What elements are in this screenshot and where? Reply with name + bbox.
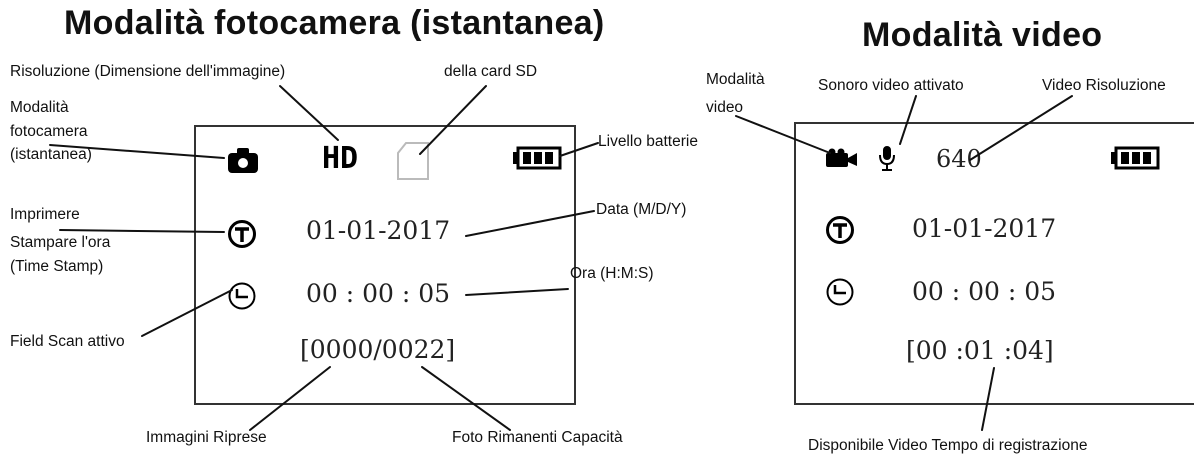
sd-card-icon xyxy=(397,142,429,180)
video-counter: [00 :01 :04] xyxy=(906,336,1054,365)
video-camera-icon xyxy=(826,148,857,167)
photo-screen xyxy=(194,125,576,405)
video-resolution-value: 640 xyxy=(936,145,982,173)
timestamp-icon xyxy=(826,216,854,244)
label-camera-mode-1: Modalità xyxy=(10,99,69,116)
label-timestamp-2: Stampare l'ora xyxy=(10,234,111,251)
label-camera-mode-3: (istantanea) xyxy=(10,146,92,163)
label-video-resolution: Video Risoluzione xyxy=(1042,77,1166,94)
clock-icon xyxy=(228,282,256,310)
label-remaining: Foto Rimanenti Capacità xyxy=(452,429,623,446)
battery-icon xyxy=(1111,146,1160,170)
label-timestamp-1: Imprimere xyxy=(10,206,80,223)
label-shots-taken: Immagini Riprese xyxy=(146,429,267,446)
label-timestamp-3: (Time Stamp) xyxy=(10,258,104,275)
label-battery: Livello batterie xyxy=(598,133,698,150)
video-time: 00 : 00 : 05 xyxy=(912,277,1057,306)
microphone-icon xyxy=(879,146,895,171)
camera-icon xyxy=(228,148,258,173)
resolution-value: HD xyxy=(322,141,359,176)
battery-icon xyxy=(513,146,562,170)
label-audio: Sonoro video attivato xyxy=(818,77,964,94)
label-resolution: Risoluzione (Dimensione dell'immagine) xyxy=(10,63,286,80)
photo-counter: [0000/0022] xyxy=(300,335,456,364)
label-sd-card: della card SD xyxy=(444,63,538,80)
label-date: Data (M/D/Y) xyxy=(596,201,687,218)
clock-icon xyxy=(826,278,854,306)
label-video-mode-2: video xyxy=(706,99,744,116)
video-date: 01-01-2017 xyxy=(912,214,1057,243)
photo-date: 01-01-2017 xyxy=(306,216,451,245)
label-field-scan: Field Scan attivo xyxy=(10,333,125,350)
video-mode-title: Modalità video xyxy=(862,16,1103,54)
timestamp-icon xyxy=(228,220,256,248)
label-recording-time: Disponibile Video Tempo di registrazione xyxy=(808,437,1088,454)
label-time: Ora (H:M:S) xyxy=(570,265,654,282)
label-video-mode-1: Modalità xyxy=(706,71,765,88)
label-camera-mode-2: fotocamera xyxy=(10,123,88,140)
photo-mode-title: Modalità fotocamera (istantanea) xyxy=(64,4,605,42)
photo-time: 00 : 00 : 05 xyxy=(306,279,451,308)
